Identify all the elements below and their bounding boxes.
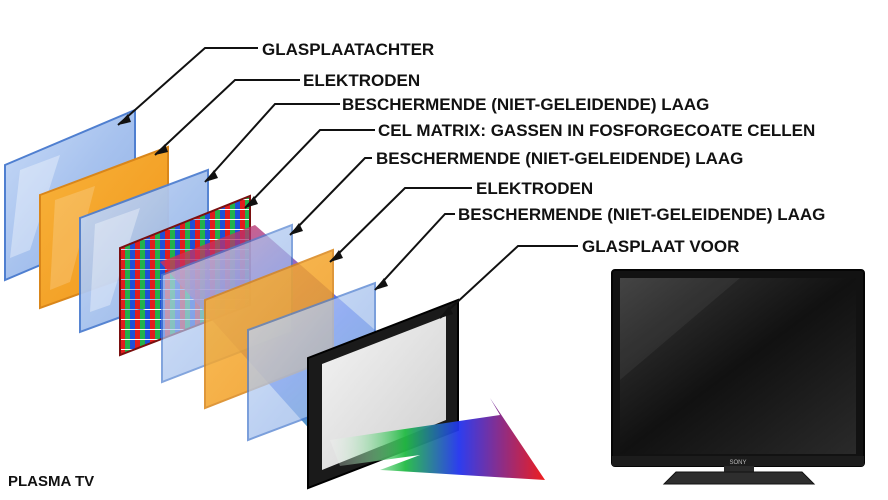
output-light-arrow [330, 398, 545, 480]
label-protective-3: BESCHERMENDE (NIET-GELEIDENDE) LAAG [458, 205, 825, 224]
label-protective-1: BESCHERMENDE (NIET-GELEIDENDE) LAAG [342, 95, 709, 114]
label-electrodes-1: ELEKTRODEN [303, 71, 420, 90]
label-glass-front: GLASPLAAT VOOR [582, 237, 739, 256]
leader-lines [117, 47, 578, 319]
tv-illustration: SONY [611, 269, 865, 485]
caption-plasma-tv: PLASMA TV [8, 473, 94, 490]
label-cell-matrix: CEL MATRIX: GASSEN IN FOSFORGECOATE CELL… [378, 121, 815, 140]
label-glass-back: GLASPLAATACHTER [262, 40, 434, 59]
label-electrodes-2: ELEKTRODEN [476, 179, 593, 198]
label-protective-2: BESCHERMENDE (NIET-GELEIDENDE) LAAG [376, 149, 743, 168]
tv-brand-logo: SONY [729, 460, 746, 466]
